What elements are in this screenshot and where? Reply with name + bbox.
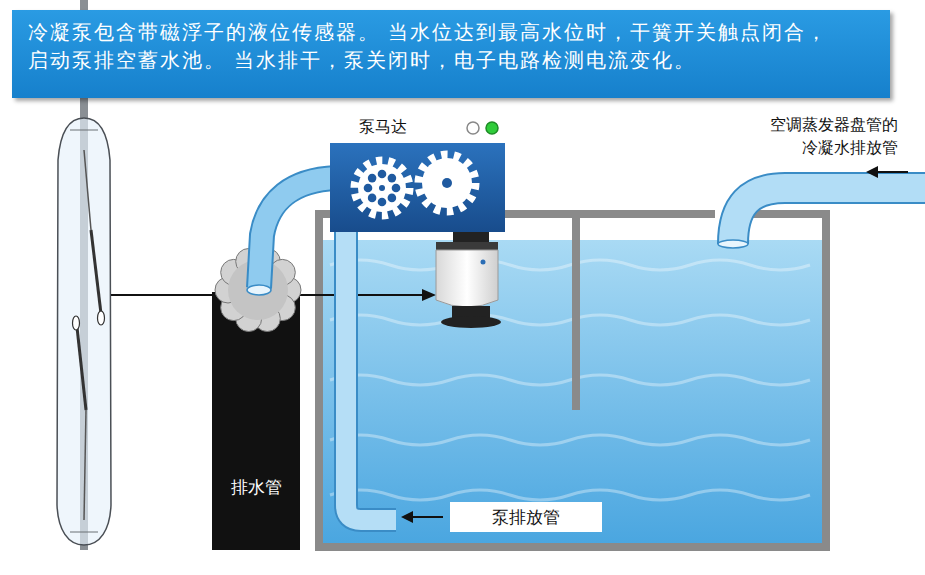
tank-walls <box>315 210 830 551</box>
gear-symbol <box>419 155 475 211</box>
leader-arrow <box>410 516 443 518</box>
gear-teeth <box>355 161 409 215</box>
condensate-hose <box>733 188 925 244</box>
gear-hole <box>364 184 373 193</box>
description-banner: 冷凝泵包含带磁浮子的液位传感器。 当水位达到最高水位时，干簧开关触点闭合， 启动… <box>12 10 890 98</box>
tank-wall <box>822 210 830 550</box>
sensor-flange <box>441 316 501 328</box>
wave <box>330 315 810 325</box>
reed-lead <box>84 150 91 230</box>
gear-hole <box>378 198 387 207</box>
discharge-tube-label: 泵排放管 <box>450 502 602 532</box>
sensor-dot <box>481 260 486 265</box>
condensate-hose <box>733 188 925 244</box>
gear-hole <box>379 185 385 191</box>
tank-divider <box>572 212 580 410</box>
gear-hole <box>388 174 397 183</box>
pump-motor-label: 泵马达 <box>359 117 407 137</box>
gear-body <box>358 164 406 212</box>
drain-pipe <box>212 292 300 550</box>
arrow-head <box>401 511 413 523</box>
description-text: 冷凝泵包含带磁浮子的液位传感器。 当水位达到最高水位时，干簧开关触点闭合， 启动… <box>28 18 843 74</box>
sensor-float <box>436 250 498 307</box>
gear-holes <box>364 170 401 207</box>
leader-arrow <box>874 171 908 173</box>
upper-reed <box>91 230 102 322</box>
condensate-hose-label: 空调蒸发器盘管的 冷凝水排放管 <box>762 113 898 159</box>
wave <box>330 260 810 270</box>
wave <box>330 435 810 445</box>
indicator-light-off <box>467 122 479 134</box>
drain-pipe-box: 排水管 <box>212 292 300 550</box>
gear-body <box>422 158 472 208</box>
glass-seal <box>70 130 98 532</box>
pump-motor: 泵马达 <box>330 143 505 232</box>
gear-teeth <box>419 155 475 211</box>
discharge-tube <box>346 230 396 520</box>
arrow-head <box>866 166 878 178</box>
sensor-cap <box>453 230 489 244</box>
hose-mouth <box>247 285 271 295</box>
gear-symbol <box>355 161 409 215</box>
tank-wall <box>752 210 830 218</box>
indicator-light-on <box>486 122 498 134</box>
reed-lead <box>84 410 86 520</box>
tank-wall <box>315 210 323 550</box>
tank-wall <box>315 543 830 551</box>
reed-contact <box>98 311 105 325</box>
hose-mouth <box>718 240 748 248</box>
wave <box>330 375 810 385</box>
gear-hole <box>368 194 377 203</box>
pump-hose <box>259 178 336 288</box>
gear-hole <box>392 184 401 193</box>
gear-hole <box>378 170 387 179</box>
arrow-head <box>422 289 436 301</box>
pump-motor-box <box>330 143 505 232</box>
reed-contact <box>73 316 80 330</box>
drain-pipe-label: 排水管 <box>212 476 300 498</box>
gear-hole <box>368 174 377 183</box>
pump-hose <box>259 178 336 288</box>
discharge-tube <box>346 230 396 520</box>
wave <box>330 490 810 500</box>
gear-hole <box>442 178 452 188</box>
gear-hole <box>388 194 397 203</box>
lower-reed <box>76 318 86 410</box>
sensor-ring <box>436 242 498 250</box>
reed-glass-tube <box>57 118 111 545</box>
